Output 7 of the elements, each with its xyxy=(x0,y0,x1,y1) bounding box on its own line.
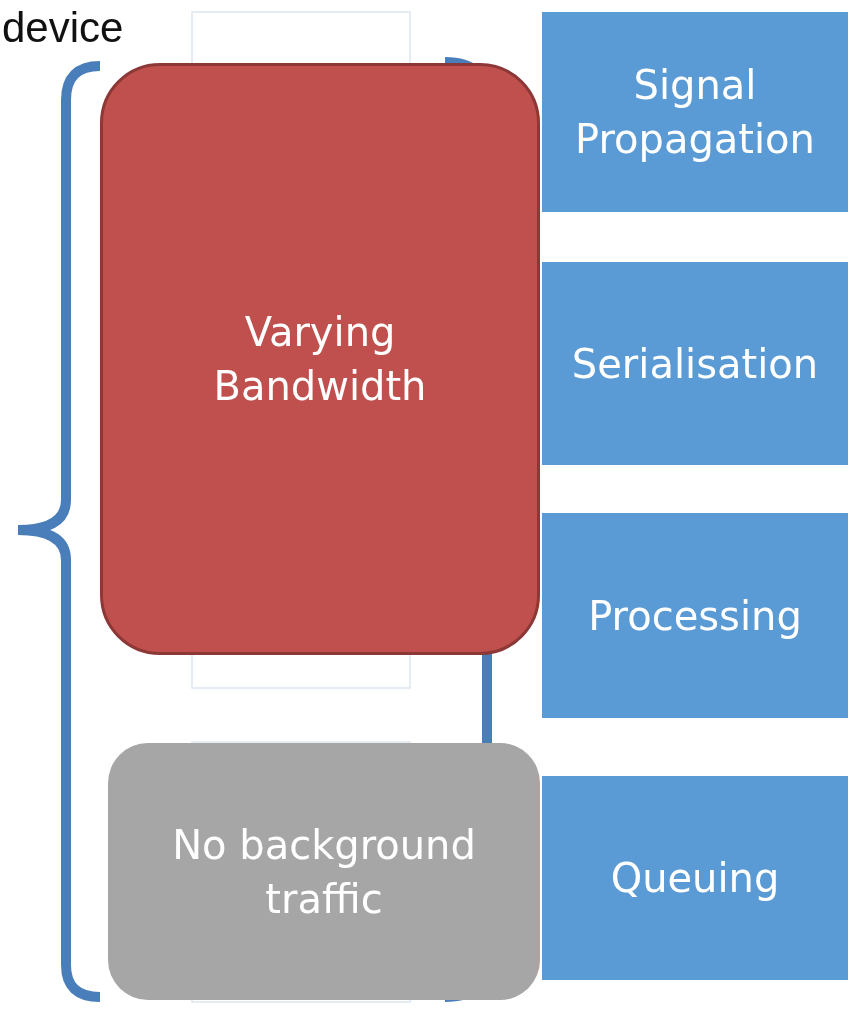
rounded-box: No background traffic xyxy=(108,743,540,1000)
category-box: Processing xyxy=(542,513,848,718)
heading-label: device xyxy=(2,4,124,52)
rounded-box: Varying Bandwidth xyxy=(100,63,540,655)
category-box: Queuing xyxy=(542,776,848,980)
category-box: Serialisation xyxy=(542,262,848,465)
category-box: Signal Propagation xyxy=(542,12,848,212)
